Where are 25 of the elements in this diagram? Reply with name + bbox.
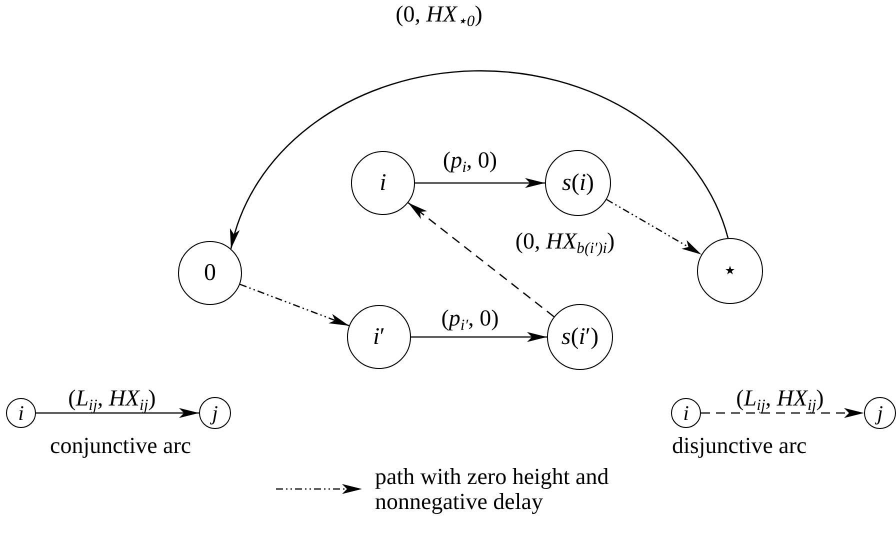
node-label: s(i′) [561, 325, 599, 349]
arrow [606, 198, 702, 256]
node-label: i [380, 171, 386, 195]
arrow [415, 178, 545, 188]
arrow [230, 70, 729, 249]
node-label: i [683, 402, 689, 424]
caption-text: conjunctive arc [50, 433, 192, 458]
arrow [408, 202, 554, 318]
node-label: j [877, 402, 883, 424]
caption-text: disjunctive arc [672, 433, 807, 458]
node-circle [671, 398, 701, 428]
arrow [240, 284, 350, 326]
node-label: s(i) [562, 171, 594, 195]
arrow [36, 408, 199, 418]
node-circle [6, 398, 36, 428]
node-label: ⋆ [722, 259, 738, 283]
node-circle [864, 397, 896, 429]
legend-text: path with zero height and nonnegative delay [375, 464, 610, 515]
node-label: 0 [204, 261, 216, 285]
node-label: i [18, 402, 24, 424]
node-circle [199, 397, 231, 429]
arrow [411, 332, 547, 342]
arrow [701, 408, 864, 418]
node-label: j [212, 402, 218, 424]
node-label: i′ [373, 325, 385, 349]
